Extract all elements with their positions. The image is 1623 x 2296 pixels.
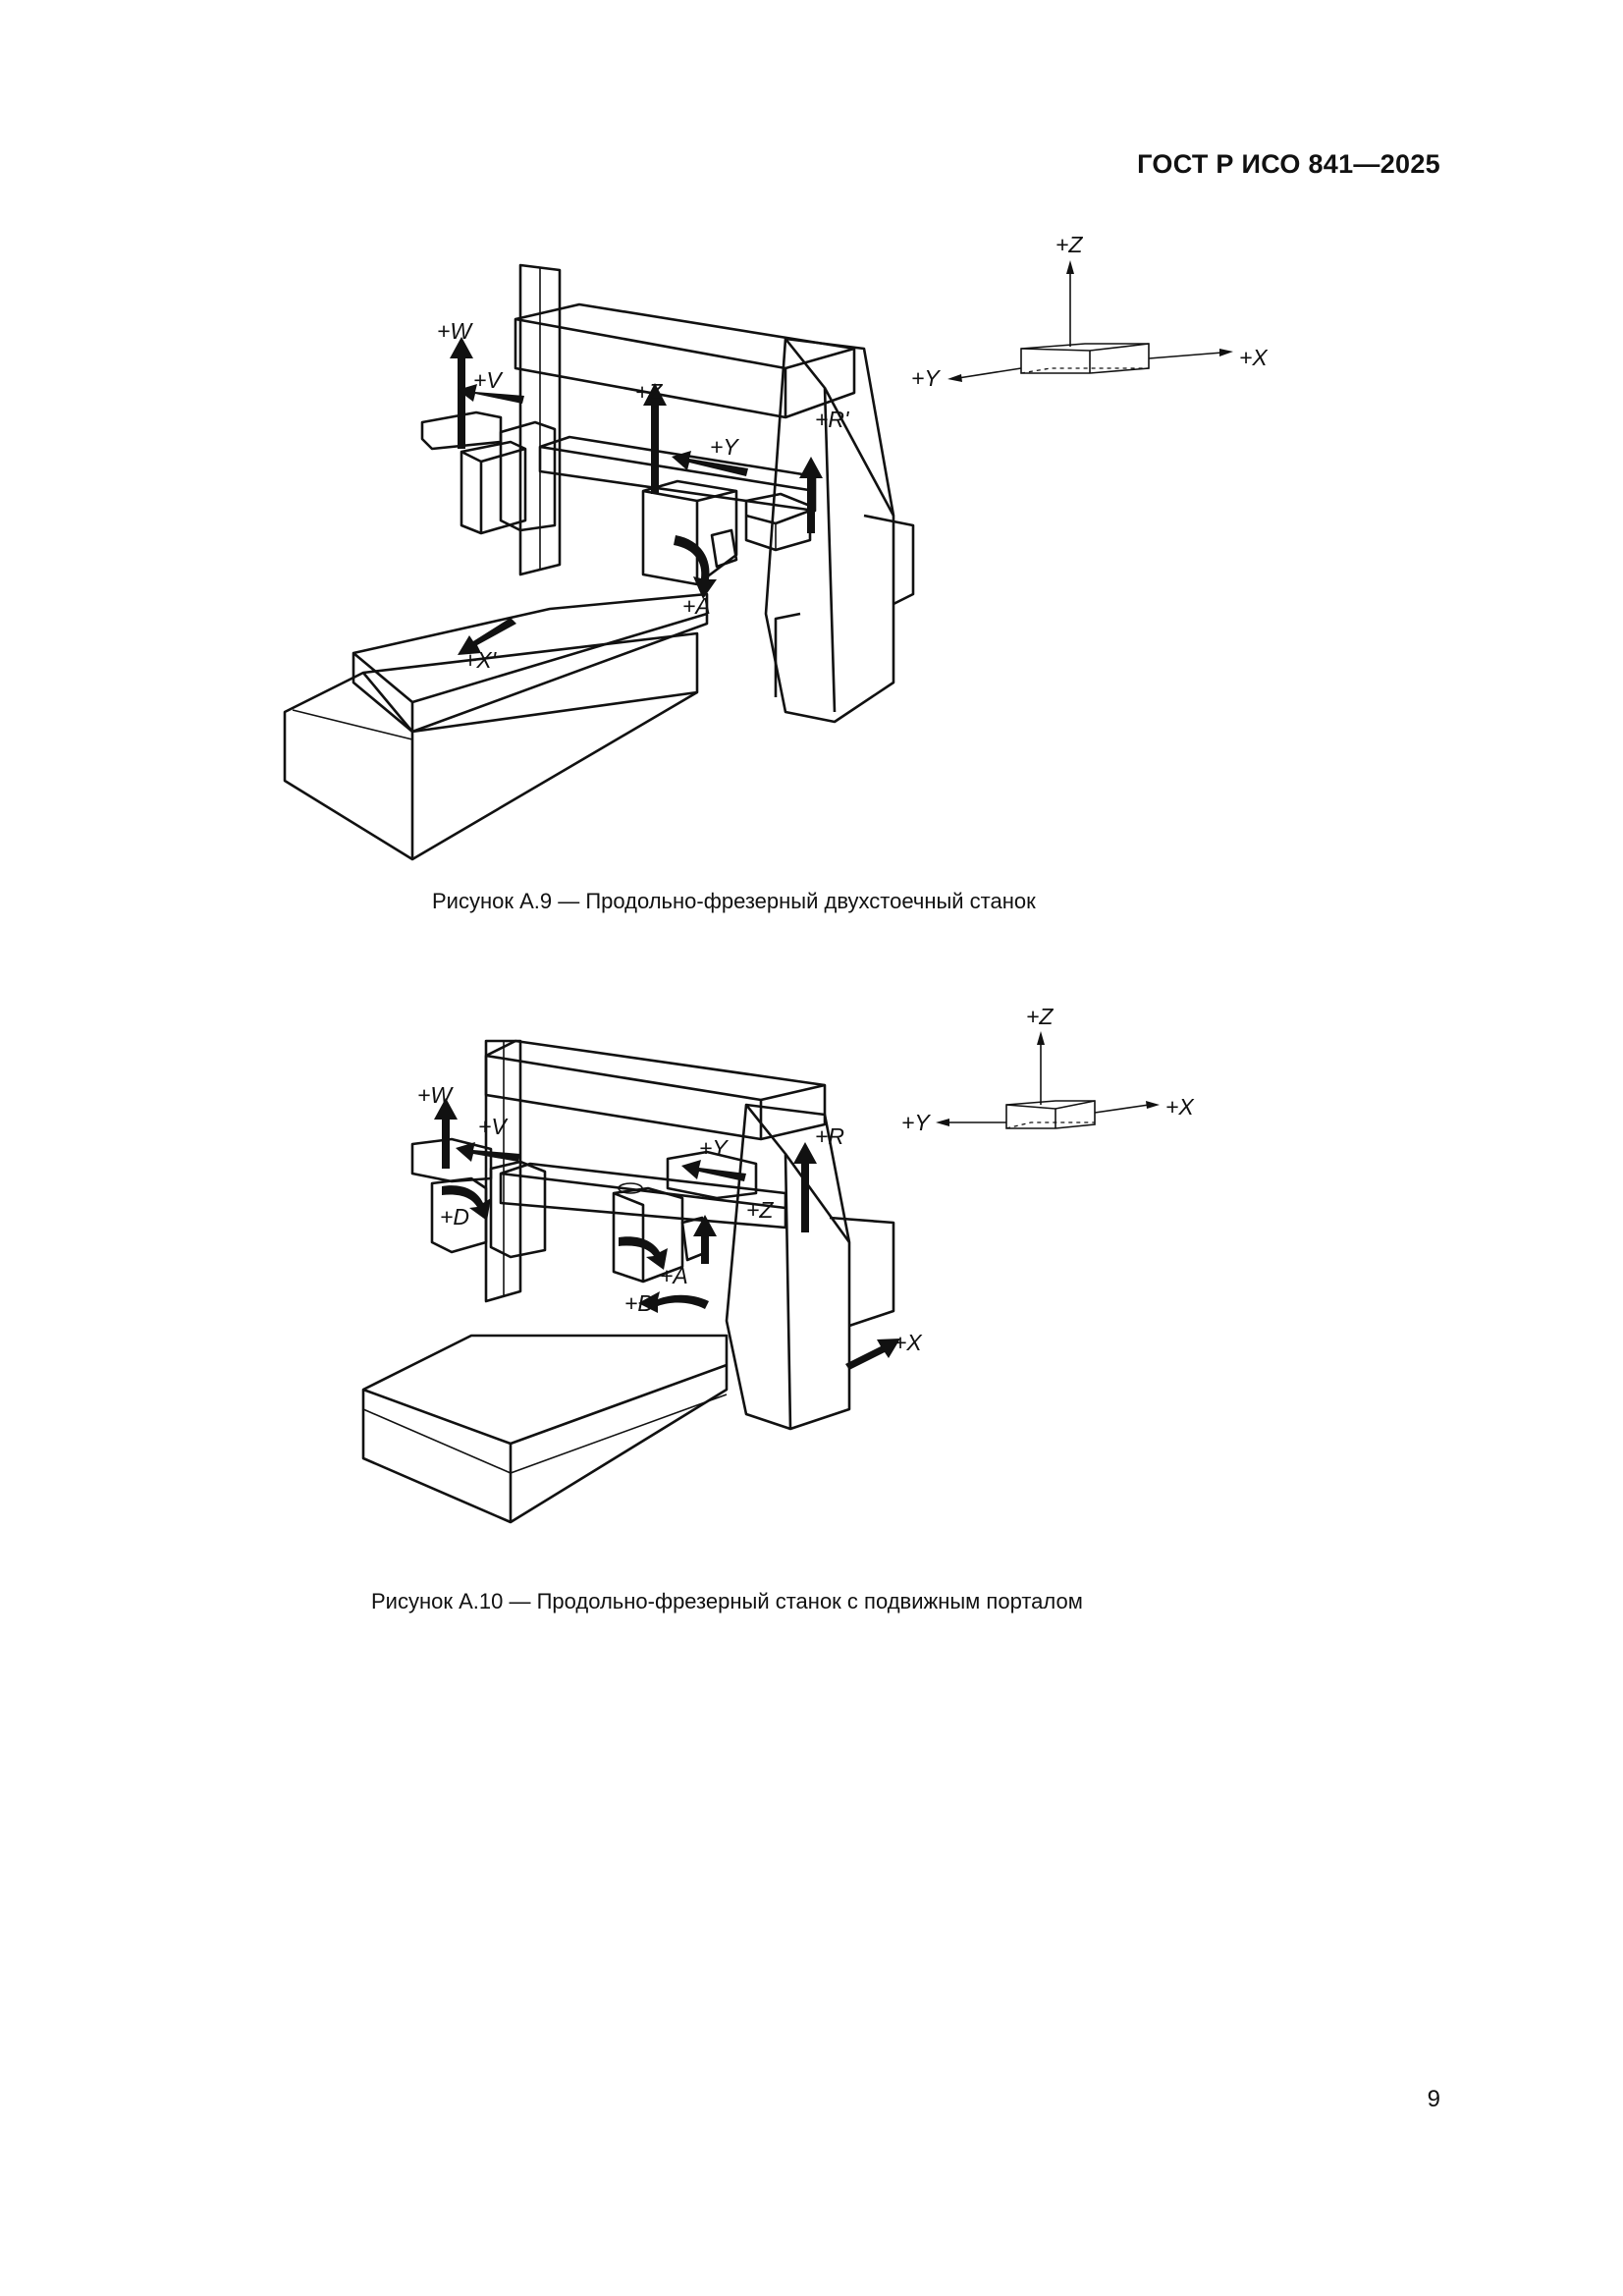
arrow-v — [456, 1142, 520, 1162]
left-spindle-head — [410, 1137, 547, 1259]
left-column — [518, 263, 562, 576]
label-x-prime: +X' — [463, 647, 498, 673]
axis-label-z: +Z — [1026, 1004, 1054, 1029]
axis-label-y: +Y — [901, 1110, 931, 1135]
worktable — [352, 592, 709, 734]
axis-label-y: +Y — [911, 365, 941, 391]
arrow-r — [793, 1142, 817, 1232]
label-d: +D — [440, 1204, 469, 1230]
label-z: +Z — [746, 1197, 774, 1223]
right-column — [725, 1103, 895, 1431]
page-number: 9 — [1427, 2086, 1440, 2112]
document-header: ГОСТ Р ИСО 841—2025 — [1137, 149, 1440, 179]
label-b: +B — [624, 1290, 653, 1316]
crossbeam — [484, 1039, 827, 1141]
label-r: +R — [815, 1123, 844, 1149]
crossrail — [499, 1162, 787, 1230]
figure-a9-caption: Рисунок А.9 — Продольно-фрезерный двухст… — [432, 889, 1036, 913]
axis-label-x: +X — [1239, 345, 1269, 370]
motion-arrows — [450, 337, 823, 655]
label-v: +V — [478, 1114, 509, 1139]
motion-arrows — [434, 1098, 900, 1370]
arrow-b — [638, 1291, 709, 1313]
arrow-y — [672, 451, 748, 476]
right-column — [764, 337, 915, 724]
axis-label-z: +Z — [1055, 232, 1083, 257]
arrow-x — [845, 1339, 900, 1370]
label-y: +Y — [710, 434, 739, 460]
arrow-z — [693, 1215, 717, 1264]
label-v: +V — [473, 367, 504, 393]
coordinate-system — [936, 1031, 1160, 1129]
label-r-prime: +R' — [815, 407, 850, 432]
arrow-x-prime — [458, 618, 516, 655]
label-w: +W — [437, 318, 473, 344]
coordinate-system — [947, 260, 1233, 382]
figure-a9-drawing: +W +V +Z +Y +R' +A +X' +Z +Y +X — [265, 221, 1306, 889]
arrow-v — [458, 384, 524, 404]
arrow-a — [619, 1236, 668, 1270]
arrow-d — [442, 1185, 491, 1221]
label-w: +W — [417, 1082, 454, 1108]
crossbeam — [514, 302, 856, 419]
arrow-r — [799, 457, 823, 533]
label-a: +A — [660, 1263, 688, 1288]
left-spindle-head — [420, 410, 557, 535]
figure-a10-drawing: +W +V +Y +R +D +Z +A +B +X +Z +Y +X — [344, 997, 1247, 1566]
arrow-w — [434, 1098, 458, 1169]
label-x: +X — [893, 1330, 923, 1355]
figure-a10-caption: Рисунок А.10 — Продольно-фрезерный стано… — [371, 1589, 1083, 1613]
arrow-y — [681, 1160, 746, 1181]
arrow-a — [674, 535, 717, 599]
machine-bed — [283, 631, 699, 861]
axis-label-x: +X — [1165, 1094, 1195, 1120]
label-y: +Y — [699, 1135, 729, 1161]
right-side-head — [744, 492, 812, 552]
label-a: +A — [682, 593, 711, 619]
machine-bed — [361, 1334, 729, 1524]
arrow-z — [643, 383, 667, 494]
label-z: +Z — [635, 379, 663, 405]
